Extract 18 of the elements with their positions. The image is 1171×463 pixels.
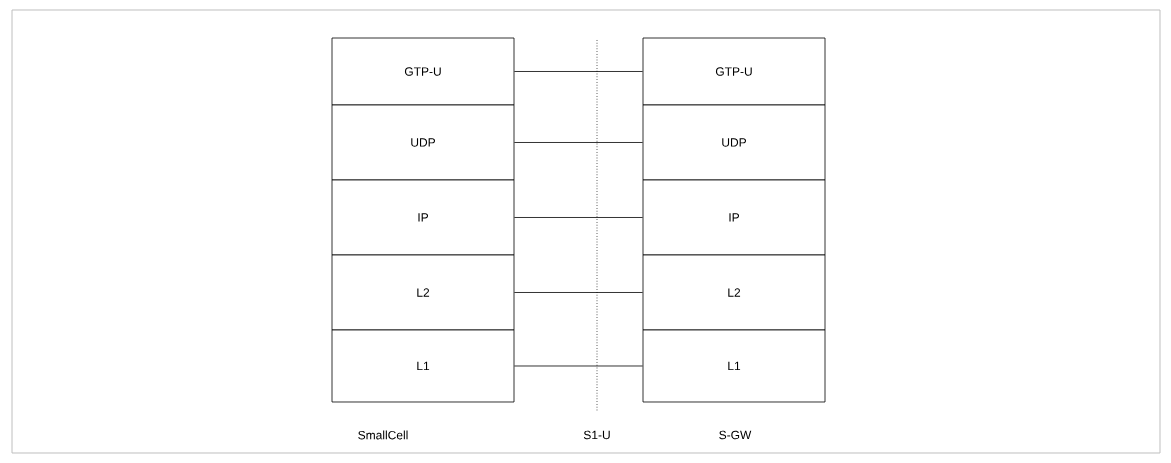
protocol-layer-box: L2 bbox=[642, 254, 826, 331]
column-label: SmallCell bbox=[358, 430, 408, 440]
protocol-layer-box: GTP-U bbox=[642, 37, 826, 106]
peer-link-line bbox=[514, 71, 643, 72]
protocol-layer-box: GTP-U bbox=[331, 37, 515, 106]
protocol-layer-box: L1 bbox=[331, 329, 515, 403]
peer-link-line bbox=[514, 217, 643, 218]
peer-link-line bbox=[514, 365, 643, 367]
peer-link-line bbox=[514, 142, 643, 143]
protocol-layer-box: L1 bbox=[642, 329, 826, 403]
peer-link-line bbox=[514, 292, 643, 293]
column-label: S-GW bbox=[719, 430, 752, 440]
protocol-layer-box: IP bbox=[642, 179, 826, 256]
protocol-layer-box: L2 bbox=[331, 254, 515, 331]
protocol-layer-box: UDP bbox=[331, 104, 515, 181]
protocol-layer-box: IP bbox=[331, 179, 515, 256]
protocol-layer-box: UDP bbox=[642, 104, 826, 181]
column-label: S1-U bbox=[583, 430, 610, 440]
